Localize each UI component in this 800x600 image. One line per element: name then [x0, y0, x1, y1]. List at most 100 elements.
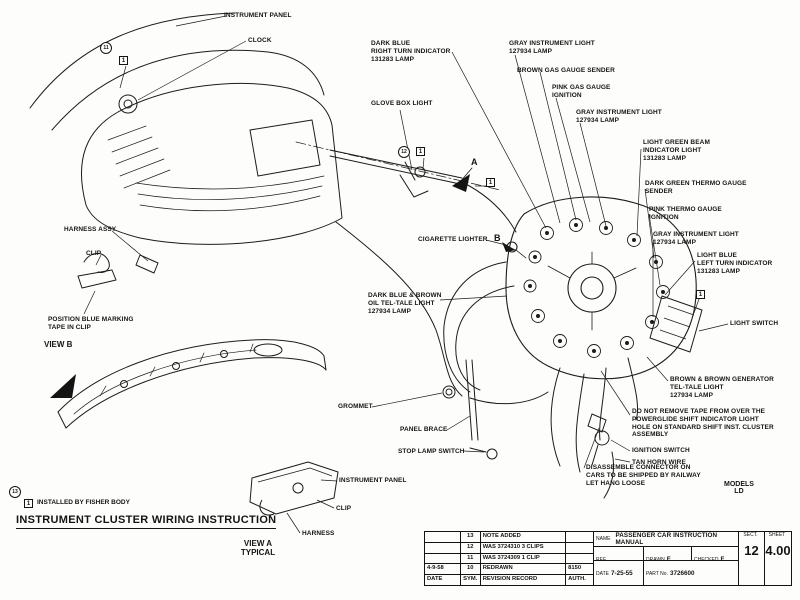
revision-marker-13: 13	[9, 486, 21, 498]
label-instrument-panel-bottom: INSTRUMENT PANEL	[339, 477, 407, 484]
view-b-detail	[57, 253, 327, 429]
rev-date-header: DATE	[425, 575, 461, 585]
label-clip-top: CLIP	[86, 250, 102, 257]
view-a-letter: A	[471, 157, 478, 167]
wiring-harness	[335, 221, 639, 499]
rev-sym-cell: 12	[461, 542, 481, 553]
checked-label: CHECKED	[694, 557, 719, 560]
part-number: 3726600	[669, 570, 695, 577]
rev-auth-cell: 8150	[568, 565, 582, 572]
label-powerglide-tape-note: DO NOT REMOVE TAPE FROM OVER THE POWERGL…	[632, 408, 774, 439]
dashboard-assembly	[29, 12, 343, 245]
rev-date-cell	[425, 542, 461, 553]
drawn-label: DRAWN	[646, 557, 665, 560]
rev-sym-header: SYM.	[461, 575, 481, 585]
label-gas-gauge-ignition: PINK GAS GAUGE IGNITION	[552, 84, 611, 99]
revision-row-11: 11 WAS 3724309 1 CLIP	[425, 553, 593, 565]
rev-date-cell: 4-9-58	[425, 564, 461, 575]
rev-sym-cell: 11	[461, 553, 481, 564]
rev-record-cell: REDRAWN	[481, 564, 567, 575]
label-clock: CLOCK	[248, 37, 272, 44]
rev-date-cell	[425, 553, 461, 564]
label-oil-tell-tale-light: DARK BLUE & BROWN OIL TEL-TALE LIGHT 127…	[368, 292, 442, 315]
date-value: 7-25-55	[610, 570, 633, 577]
label-instrument-panel-top: INSTRUMENT PANEL	[224, 12, 292, 19]
part-callout-1e: 1	[24, 499, 33, 508]
label-generator-tell-tale-light: BROWN & BROWN GENERATOR TEL-TALE LIGHT 1…	[670, 376, 774, 399]
label-railway-connector-note: DISASSEMBLE CONNECTOR ON CARS TO BE SHIP…	[586, 464, 701, 487]
rev-auth-header: AUTH.	[568, 576, 586, 583]
label-grommet: GROMMET	[338, 403, 373, 410]
label-panel-brace: PANEL BRACE	[400, 426, 448, 433]
part-callout-1c: 1	[486, 178, 495, 187]
instrument-cluster	[505, 196, 697, 380]
label-thermo-gauge-sender: DARK GREEN THERMO GAUGE SENDER	[645, 180, 747, 195]
revision-marker-11: 11	[100, 42, 112, 54]
label-tan-horn-wire: TAN HORN WIRE	[632, 459, 686, 466]
view-b-title: VIEW B	[44, 340, 73, 349]
rev-auth-cell	[566, 554, 593, 564]
part-callout-1a: 1	[119, 56, 128, 65]
rev-sym-cell: 13	[461, 532, 481, 542]
label-ignition-switch: IGNITION SWITCH	[632, 447, 690, 454]
revision-row-13: 13 NOTE ADDED	[425, 532, 593, 543]
revision-record-table: 13 NOTE ADDED 12 WAS 3724310 3 CLIPS 11 …	[425, 532, 594, 585]
revision-marker-12: 12	[398, 146, 410, 158]
label-gray-instrument-light-3: GRAY INSTRUMENT LIGHT 127934 LAMP	[653, 231, 739, 246]
view-a-direction-arrow	[452, 174, 470, 192]
part-callout-1d: 1	[696, 290, 705, 299]
view-b-letter: B	[494, 233, 501, 243]
sheet-column: SHEET 4.00	[764, 532, 791, 585]
drawing-title: INSTRUMENT CLUSTER WIRING INSTRUCTION	[16, 514, 277, 529]
section-column: SECT. 12	[738, 532, 764, 585]
drawn-value: F	[666, 556, 671, 560]
rev-date-cell	[425, 532, 461, 542]
name-row: NAME PASSENGER CAR INSTRUCTION MANUAL	[594, 532, 738, 547]
support-rod	[295, 141, 517, 233]
label-harness-assy: HARNESS ASSY	[64, 226, 117, 233]
sheet-label: SHEET	[768, 532, 786, 538]
fisher-body-note: INSTALLED BY FISHER BODY	[37, 499, 130, 506]
label-gray-instrument-light-2: GRAY INSTRUMENT LIGHT 127934 LAMP	[576, 109, 662, 124]
models-note: MODELS LD	[724, 481, 754, 495]
sheet-number: 4.00	[765, 543, 791, 558]
title-block-main: NAME PASSENGER CAR INSTRUCTION MANUAL RE…	[594, 532, 738, 585]
rev-record-cell: NOTE ADDED	[481, 532, 567, 542]
manual-name: PASSENGER CAR INSTRUCTION MANUAL	[615, 532, 718, 546]
rev-auth-cell	[566, 532, 593, 542]
ref-label: REF.	[596, 557, 607, 560]
view-a-title: VIEW A TYPICAL	[240, 539, 276, 557]
rev-record-cell: WAS 3724309 1 CLIP	[481, 553, 567, 564]
label-right-turn-indicator: DARK BLUE RIGHT TURN INDICATOR 131283 LA…	[371, 40, 451, 63]
revision-row-12: 12 WAS 3724310 3 CLIPS	[425, 542, 593, 554]
label-position-tape-note: POSITION BLUE MARKING TAPE IN CLIP	[48, 316, 134, 331]
part-cell: PART No.3726600	[644, 561, 738, 585]
revision-header-row: DATE SYM. REVISION RECORD AUTH.	[425, 575, 593, 585]
label-harness-bottom: HARNESS	[302, 530, 335, 537]
sect-number: 12	[744, 543, 759, 558]
label-stop-lamp-switch: STOP LAMP SWITCH	[398, 448, 465, 455]
label-gas-gauge-sender: BROWN GAS GAUGE SENDER	[517, 67, 615, 74]
label-light-switch: LIGHT SWITCH	[730, 320, 779, 327]
leader-lines	[83, 15, 729, 534]
label-clip-bottom: CLIP	[336, 505, 352, 512]
name-label: NAME	[596, 536, 611, 542]
label-cigarette-lighter: CIGARETTE LIGHTER	[418, 236, 488, 243]
label-glove-box-light: GLOVE BOX LIGHT	[371, 100, 433, 107]
rev-auth-cell	[566, 543, 593, 553]
title-block: 13 NOTE ADDED 12 WAS 3724310 3 CLIPS 11 …	[424, 531, 792, 586]
revision-row-10: 4-9-58 10 REDRAWN 8150	[425, 564, 593, 576]
rev-record-cell: WAS 3724310 3 CLIPS	[481, 542, 567, 553]
label-left-turn-indicator: LIGHT BLUE LEFT TURN INDICATOR 131283 LA…	[697, 252, 773, 275]
rev-sym-cell: 10	[461, 564, 481, 575]
label-thermo-gauge-ignition: PINK THERMO GAUGE IGNITION	[649, 206, 722, 221]
label-gray-instrument-light-1: GRAY INSTRUMENT LIGHT 127934 LAMP	[509, 40, 595, 55]
part-callout-1b: 1	[416, 147, 425, 156]
part-label: PART No.	[646, 571, 668, 577]
